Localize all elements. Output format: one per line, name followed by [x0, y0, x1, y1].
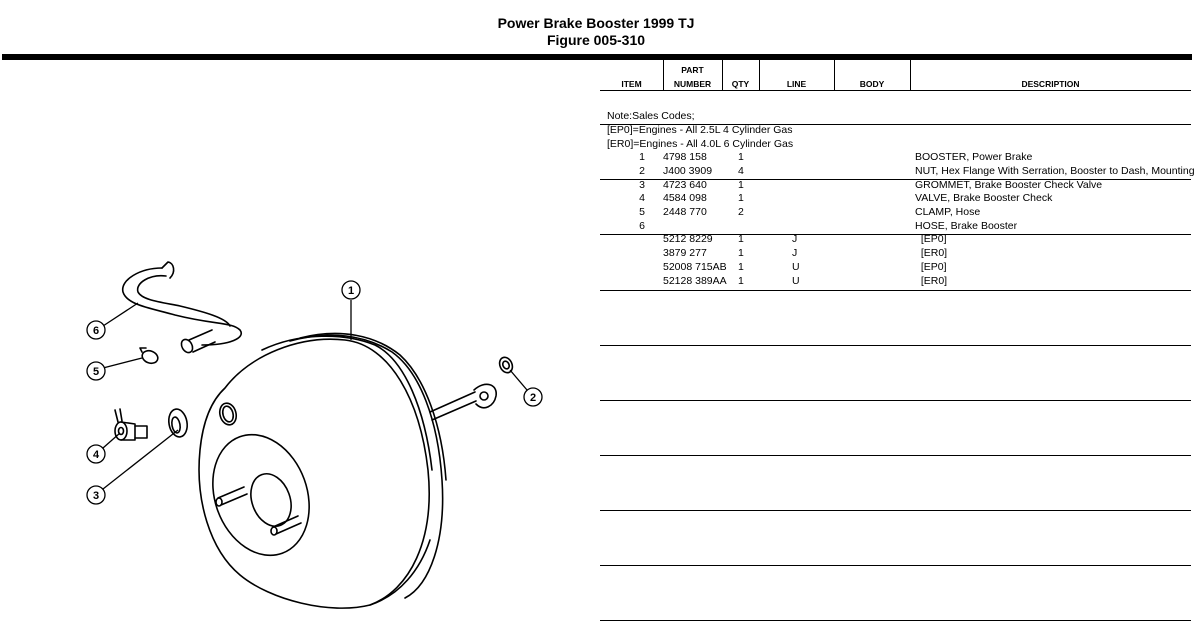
col-description: DESCRIPTION	[1021, 79, 1080, 89]
note-row: [EP0]=Engines - All 2.5L 4 Cylinder Gas	[607, 124, 793, 136]
part-number-cell: 2448 770	[663, 206, 707, 218]
col-item: ITEM	[621, 79, 642, 89]
row-divider	[600, 290, 1191, 291]
table-header: ITEM PART NUMBER QTY LINE BODY DESCRIPTI…	[600, 60, 1191, 91]
qty-cell: 1	[738, 192, 744, 205]
row-divider	[600, 620, 1191, 621]
col-divider	[834, 60, 835, 91]
description-cell: CLAMP, Hose	[915, 206, 981, 218]
line-cell: J	[792, 247, 798, 260]
row-divider	[600, 179, 1191, 180]
col-part-number: PART NUMBER	[673, 65, 712, 89]
part-number-cell: 5212 8229	[663, 233, 713, 246]
part-number-cell: 3879 277	[663, 247, 707, 260]
svg-text:5: 5	[93, 366, 99, 378]
item-cell: 5	[639, 206, 645, 218]
figure-number: Figure 005-310	[546, 32, 646, 48]
qty-cell: 1	[738, 233, 744, 246]
table-row: 4 4584 098 1 VALVE, Brake Booster Check	[600, 192, 1191, 206]
note-row: Note:Sales Codes;	[607, 110, 695, 122]
item-cell: 2	[639, 164, 645, 177]
page-title: Power Brake Booster 1999 TJ	[497, 15, 695, 31]
qty-cell: 1	[738, 151, 744, 164]
part-number-cell: 4723 640	[663, 178, 707, 191]
qty-cell: 1	[738, 247, 744, 260]
svg-text:6: 6	[93, 325, 99, 337]
table-row: 5212 8229 1 J [EP0]	[600, 233, 1191, 247]
row-divider	[600, 400, 1191, 401]
table-row: 5 2448 770 2 CLAMP, Hose	[600, 206, 1191, 220]
col-body: BODY	[859, 79, 885, 89]
item-cell: 1	[639, 151, 645, 164]
booster-part	[198, 332, 497, 609]
callout-2: 2	[523, 387, 543, 407]
callout-4: 4	[86, 444, 106, 464]
item-cell: 3	[639, 178, 645, 191]
description-cell: HOSE, Brake Booster	[915, 219, 1018, 232]
col-divider	[722, 60, 723, 91]
table-row: 3 4723 640 1 GROMMET, Brake Booster Check V…	[600, 179, 1191, 193]
callout-1: 1	[341, 280, 361, 300]
svg-text:4: 4	[93, 449, 100, 461]
description-cell: GROMMET, Brake Booster Check Valve	[915, 178, 1103, 191]
item-cell: 4	[639, 192, 645, 205]
callout-6: 6	[86, 320, 106, 340]
parts-diagram: 1 2 3 4 5 6	[86, 261, 543, 609]
col-divider	[910, 60, 911, 91]
part-number-cell: 52128 389AA	[663, 274, 727, 287]
qty-cell: 4	[738, 164, 744, 177]
qty-cell: 1	[738, 178, 744, 191]
col-divider	[759, 60, 760, 91]
col-divider	[663, 60, 664, 91]
description-cell: NUT, Hex Flange With Serration, Booster …	[915, 164, 1195, 177]
description-cell: [ER0]	[915, 247, 948, 260]
table-row: 2 J400 3909 4 NUT, Hex Flange With Serratio…	[600, 164, 1194, 179]
row-divider	[600, 124, 1191, 125]
clamp-part	[139, 347, 159, 365]
row-divider	[600, 345, 1191, 346]
svg-text:1: 1	[348, 285, 354, 297]
line-cell: J	[792, 233, 798, 246]
line-cell: U	[792, 260, 800, 273]
part-number-cell: 4584 098	[663, 192, 707, 205]
note-row: [ER0]=Engines - All 4.0L 6 Cylinder Gas	[607, 137, 794, 150]
table-row: 52128 389AA 1 U [ER0]	[600, 275, 1191, 289]
description-cell: [EP0]	[915, 233, 947, 246]
qty-cell: 2	[738, 206, 744, 218]
title-rule	[2, 54, 1192, 60]
callout-3: 3	[86, 485, 106, 505]
part-number-cell: 52008 715AB	[663, 260, 727, 273]
callout-5: 5	[86, 361, 106, 381]
item-cell: 6	[639, 219, 645, 232]
table-row: 1 4798 158 1 BOOSTER, Power Brake	[600, 151, 1191, 165]
qty-cell: 1	[738, 274, 744, 287]
table-row: 6 HOSE, Brake Booster	[600, 220, 1191, 234]
check-valve-part	[114, 408, 148, 441]
part-number-cell: J400 3909	[663, 164, 713, 177]
col-qty: QTY	[731, 79, 750, 89]
parts-table: ITEM PART NUMBER QTY LINE BODY DESCRIPTI…	[600, 60, 1195, 626]
description-cell: BOOSTER, Power Brake	[915, 151, 1033, 164]
svg-text:3: 3	[93, 490, 99, 502]
description-cell: [ER0]	[915, 274, 948, 287]
qty-cell: 1	[738, 260, 744, 273]
row-divider	[600, 510, 1191, 511]
hose-part	[122, 261, 243, 354]
description-cell: [EP0]	[915, 260, 947, 273]
row-divider	[600, 234, 1191, 235]
line-cell: U	[792, 274, 800, 287]
svg-text:2: 2	[530, 392, 536, 404]
grommet-part	[168, 408, 188, 438]
table-row: 3879 277 1 J [ER0]	[600, 247, 1191, 261]
row-divider	[600, 455, 1191, 456]
col-line: LINE	[786, 79, 807, 89]
description-cell: VALVE, Brake Booster Check	[915, 192, 1053, 205]
row-divider	[600, 565, 1191, 566]
part-number-cell: 4798 158	[663, 151, 707, 164]
nut-part	[498, 356, 514, 374]
table-row: 52008 715AB 1 U [EP0]	[600, 261, 1191, 275]
